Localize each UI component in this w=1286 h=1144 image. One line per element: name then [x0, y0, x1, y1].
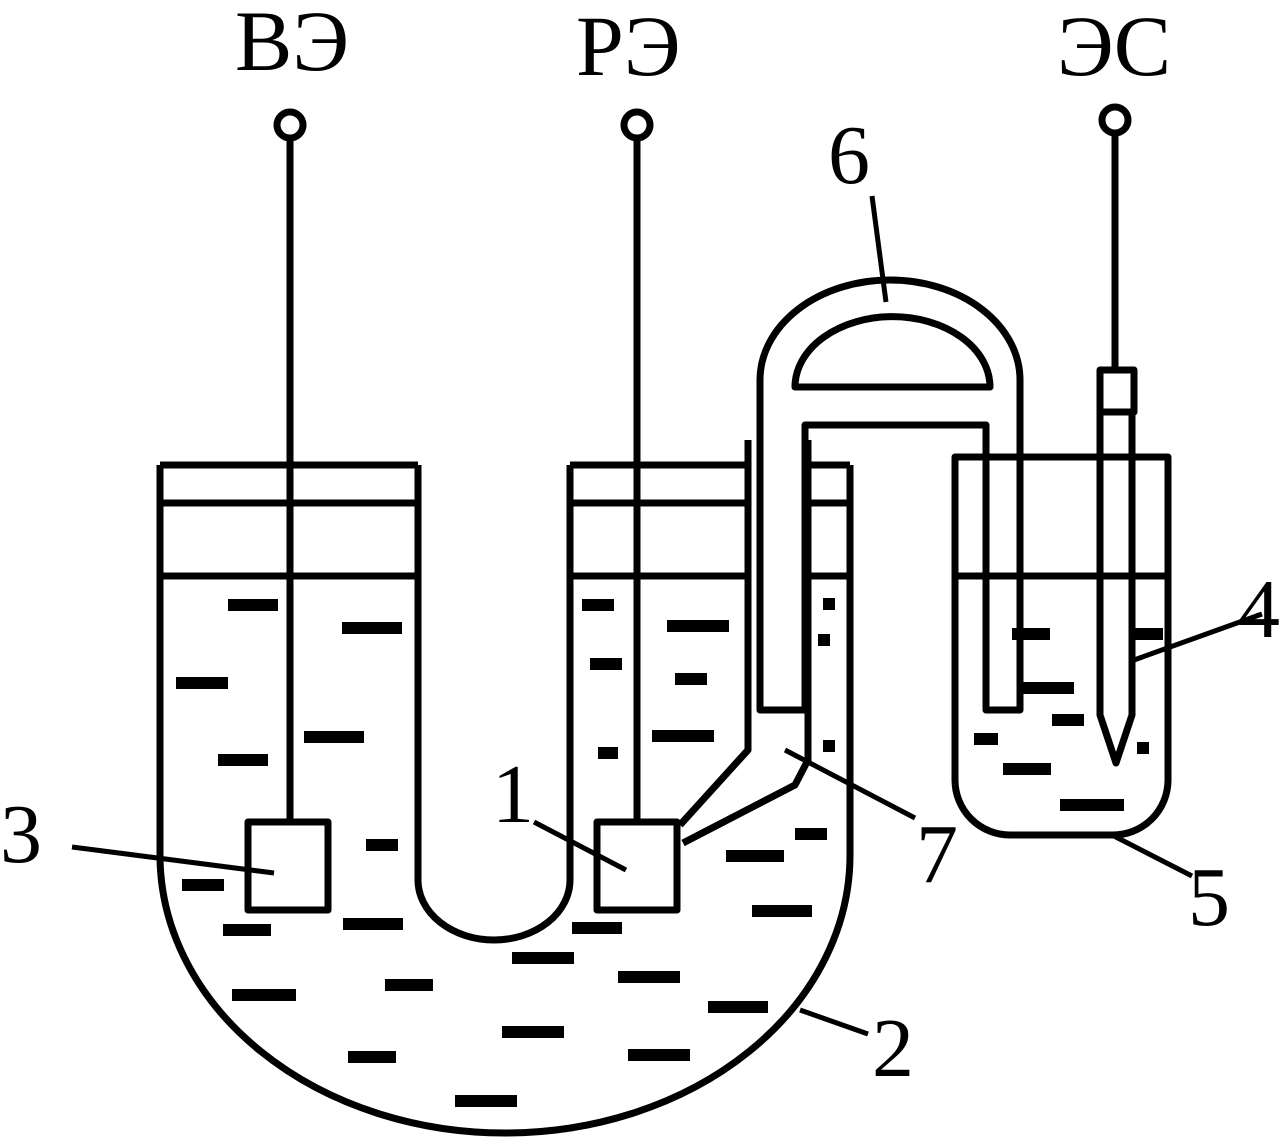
u-vessel-outline: [156, 465, 854, 1137]
electrolyte-dash: [366, 839, 398, 851]
electrolyte-dashes: [176, 598, 1163, 1107]
callout-4: 4: [1238, 563, 1280, 656]
electrolyte-dash: [675, 673, 707, 685]
electrolyte-dash: [343, 918, 403, 930]
salt-bridge-outer: [756, 276, 1024, 714]
electrolyte-dash: [512, 952, 574, 964]
electrolyte-dash: [228, 599, 278, 611]
electrolyte-dash: [1135, 628, 1163, 640]
electrolyte-dash: [1060, 799, 1124, 811]
electrolyte-dash: [1137, 742, 1149, 754]
electrolyte-dash: [572, 922, 622, 934]
reference-electrode-label: ЭС: [1057, 0, 1171, 94]
electrolyte-dash: [342, 622, 402, 634]
callout-7: 7: [916, 808, 958, 901]
electrolyte-dash: [502, 1026, 564, 1038]
electrolyte-dash: [818, 634, 830, 646]
leader-line-7: [783, 747, 917, 821]
electrolyte-dash: [708, 1001, 768, 1013]
leader-line-6: [869, 195, 889, 303]
electrolyte-dash: [223, 924, 271, 936]
electrolyte-dash: [1052, 714, 1084, 726]
callout-2: 2: [872, 1002, 914, 1095]
electrolyte-dash: [618, 971, 680, 983]
electrolyte-dash: [823, 740, 835, 752]
electrolyte-dash: [598, 747, 618, 759]
electrolyte-dash: [1003, 763, 1051, 775]
electrolyte-dash: [628, 1049, 690, 1061]
electrolyte-dash: [1012, 628, 1050, 640]
electrolyte-dash: [232, 989, 296, 1001]
electrolyte-dash: [823, 598, 835, 610]
electrolyte-dash: [652, 730, 714, 742]
auxiliary-electrode-terminal: [273, 108, 307, 142]
reference-electrode-cap: [1096, 366, 1138, 416]
auxiliary-electrode-label: ВЭ: [235, 0, 349, 89]
electrolyte-dash: [726, 850, 784, 862]
electrolyte-dash: [752, 905, 812, 917]
electrolyte-dash: [385, 979, 433, 991]
leader-line-4: [1133, 611, 1263, 663]
electrolyte-dash: [455, 1095, 517, 1107]
electrolyte-dash: [974, 733, 998, 745]
electrolyte-dash: [582, 599, 614, 611]
electrolyte-dash: [1022, 682, 1074, 694]
reference-electrode-body: [1096, 412, 1136, 767]
working-electrode-plate: [593, 818, 681, 914]
callout-3: 3: [0, 788, 42, 881]
reference-electrode-terminal: [1098, 103, 1132, 137]
electrolyte-dash: [348, 1051, 396, 1063]
luggin-capillary: [677, 440, 812, 847]
u-vessel-inner-bend: [414, 465, 574, 944]
leader-line-5: [1110, 832, 1194, 879]
auxiliary-electrode-plate: [244, 818, 332, 914]
working-electrode-label: РЭ: [576, 0, 681, 94]
callout-5: 5: [1188, 851, 1230, 944]
leader-line-2: [799, 1007, 869, 1037]
salt-bridge-inner-dome: [791, 313, 994, 391]
leader-line-1: [532, 819, 628, 873]
callout-1: 1: [492, 748, 534, 841]
working-electrode-terminal: [620, 108, 654, 142]
electrolyte-dash: [304, 731, 364, 743]
electrolyte-dash: [218, 754, 268, 766]
electrolyte-dash: [176, 677, 228, 689]
electrolyte-dash: [590, 658, 622, 670]
leader-line-3: [71, 844, 275, 876]
electrolyte-dash: [795, 828, 827, 840]
electrolyte-dash: [182, 879, 224, 891]
callout-6: 6: [828, 109, 870, 202]
electrolyte-dash: [667, 620, 729, 632]
